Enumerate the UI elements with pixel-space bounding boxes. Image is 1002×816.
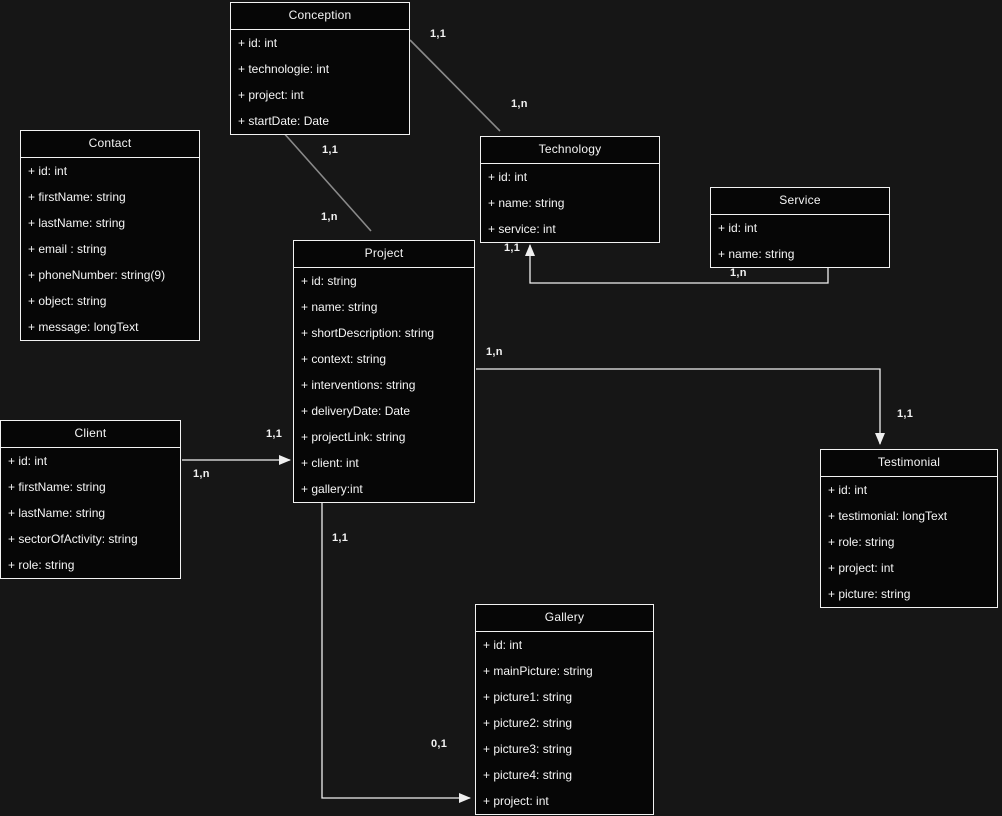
- entity-field: + id: int: [8, 454, 48, 468]
- cardinality-label: 1,1: [266, 428, 283, 440]
- entity-field: + firstName: string: [8, 480, 106, 494]
- entity-title: Gallery: [476, 605, 653, 632]
- entity-field: + picture3: string: [483, 742, 573, 756]
- edge-project-testimonial[interactable]: [476, 368, 885, 445]
- cardinality-label: 1,n: [486, 346, 503, 358]
- entity-field: + picture2: string: [483, 716, 573, 730]
- entity-field: + picture1: string: [483, 690, 573, 704]
- entity-field: + name: string: [488, 196, 565, 210]
- edge-project-gallery[interactable]: [321, 501, 471, 803]
- entity-field: + sectorOfActivity: string: [8, 532, 138, 546]
- entity-field: + startDate: Date: [238, 114, 330, 128]
- entity-field: + firstName: string: [28, 190, 126, 204]
- entity-field: + project: int: [238, 88, 304, 102]
- entity-field: + project: int: [483, 794, 549, 808]
- entity-field: + object: string: [28, 294, 107, 308]
- entity-title: Contact: [21, 131, 199, 158]
- entity-field: + client: int: [301, 456, 359, 470]
- cardinality-label: 0,1: [431, 738, 448, 750]
- entity-field: + picture: string: [828, 587, 911, 601]
- entity-field: + lastName: string: [8, 506, 106, 520]
- entity-field: + picture4: string: [483, 768, 573, 782]
- entity-field: + service: int: [488, 222, 556, 236]
- entity-conception[interactable]: Conception + id: int + technologie: int …: [230, 2, 410, 135]
- entity-field: + id: int: [488, 170, 528, 184]
- entity-field: + mainPicture: string: [483, 664, 593, 678]
- entity-title: Conception: [231, 3, 409, 30]
- entity-title: Service: [711, 188, 889, 215]
- entity-technology[interactable]: Technology + id: int + name: string + se…: [480, 136, 660, 243]
- edge-conception-technology[interactable]: [409, 39, 501, 132]
- entity-field: + testimonial: longText: [828, 509, 948, 523]
- entity-field: + context: string: [301, 352, 387, 366]
- cardinality-label: 1,n: [730, 267, 747, 279]
- entity-field: + id: string: [301, 274, 357, 288]
- entity-field: + id: int: [483, 638, 523, 652]
- entity-title: Project: [294, 241, 474, 268]
- entity-testimonial[interactable]: Testimonial + id: int + testimonial: lon…: [820, 449, 998, 608]
- entity-field: + email : string: [28, 242, 107, 256]
- entity-title: Technology: [481, 137, 659, 164]
- entity-field: + deliveryDate: Date: [301, 404, 411, 418]
- entity-field: + shortDescription: string: [301, 326, 435, 340]
- entity-field: + projectLink: string: [301, 430, 406, 444]
- entity-field: + phoneNumber: string(9): [28, 268, 166, 282]
- entity-field: + id: int: [238, 36, 278, 50]
- entity-field: + lastName: string: [28, 216, 126, 230]
- entity-gallery[interactable]: Gallery + id: int + mainPicture: string …: [475, 604, 654, 815]
- entity-field: + id: int: [828, 483, 868, 497]
- entity-service[interactable]: Service + id: int + name: string: [710, 187, 890, 268]
- entity-field: + project: int: [828, 561, 894, 575]
- entity-field: + id: int: [718, 221, 758, 235]
- cardinality-label: 1,1: [430, 28, 447, 40]
- entity-field: + gallery:int: [301, 482, 363, 496]
- cardinality-label: 1,1: [504, 242, 521, 254]
- entity-field: + id: int: [28, 164, 68, 178]
- cardinality-label: 1,n: [511, 98, 528, 110]
- cardinality-label: 1,1: [322, 144, 339, 156]
- entity-title: Client: [1, 421, 180, 448]
- entity-contact[interactable]: Contact + id: int + firstName: string + …: [20, 130, 200, 341]
- cardinality-label: 1,n: [193, 468, 210, 480]
- cardinality-label: 1,1: [897, 408, 914, 420]
- entity-project[interactable]: Project + id: string + name: string + sh…: [293, 240, 475, 503]
- entity-field: + interventions: string: [301, 378, 416, 392]
- edge-conception-project[interactable]: [281, 130, 372, 232]
- entity-field: + technologie: int: [238, 62, 330, 76]
- entity-field: + message: longText: [28, 320, 139, 334]
- entity-field: + role: string: [828, 535, 895, 549]
- entity-field: + name: string: [718, 247, 795, 261]
- entity-field: + name: string: [301, 300, 378, 314]
- cardinality-label: 1,1: [332, 532, 349, 544]
- entity-title: Testimonial: [821, 450, 997, 477]
- cardinality-label: 1,n: [321, 211, 338, 223]
- entity-client[interactable]: Client + id: int + firstName: string + l…: [0, 420, 181, 579]
- entity-field: + role: string: [8, 558, 75, 572]
- edge-service-technology[interactable]: [525, 244, 829, 284]
